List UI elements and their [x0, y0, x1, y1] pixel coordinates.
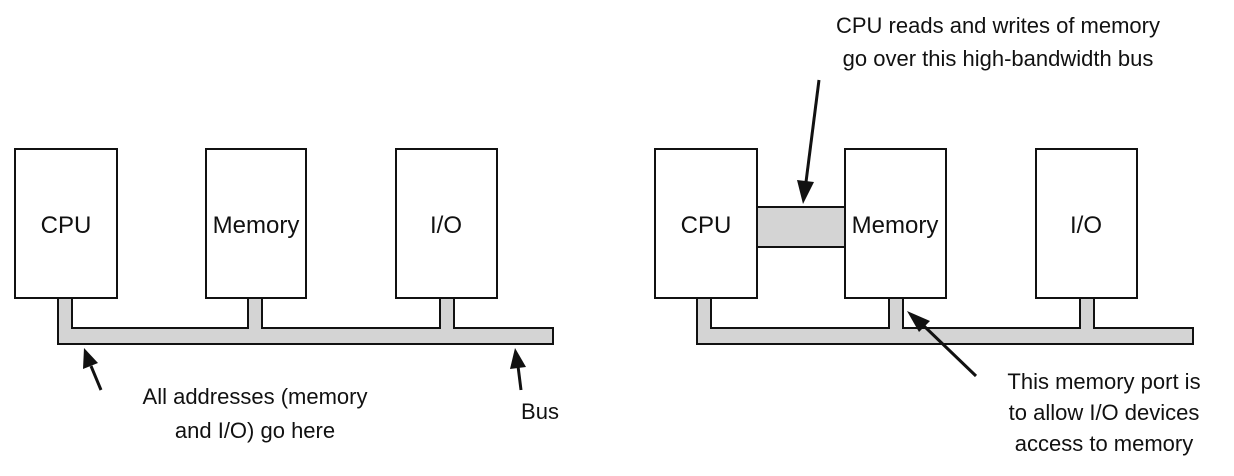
right-io-label: I/O	[1070, 212, 1102, 239]
right-port-note-line3: access to memory	[1015, 431, 1194, 456]
left-address-arrow	[89, 365, 103, 391]
right-port-note-arrowhead	[907, 311, 930, 332]
left-bus-label: Bus	[521, 399, 559, 424]
right-memory-box	[844, 148, 947, 299]
right-top-note-line2: go over this high-bandwidth bus	[843, 46, 1154, 71]
left-cpu-label: CPU	[41, 212, 92, 239]
right-top-note-line1: CPU reads and writes of memory	[836, 13, 1160, 38]
left-io-label: I/O	[430, 212, 462, 239]
right-top-note-arrow	[804, 79, 821, 183]
right-top-note-arrowhead	[797, 180, 814, 204]
right-diagram: CPU Memory I/O CPU reads and writes of m…	[654, 13, 1201, 456]
right-cpu-box	[654, 148, 758, 299]
right-io-bus	[696, 297, 1194, 345]
right-memory-label: Memory	[852, 212, 939, 239]
left-address-arrowhead	[83, 348, 98, 369]
left-memory-label: Memory	[213, 212, 300, 239]
left-memory-box	[205, 148, 307, 299]
left-diagram: CPU Memory I/O All addresses (memory and…	[14, 148, 559, 443]
left-io-box	[395, 148, 498, 299]
right-cpu-label: CPU	[681, 212, 732, 239]
left-cpu-box	[14, 148, 118, 299]
left-bus-arrowhead	[510, 348, 526, 369]
left-system-bus	[57, 297, 554, 345]
right-port-note-line2: to allow I/O devices	[1009, 400, 1200, 425]
right-port-note-arrow	[922, 324, 978, 378]
right-io-box	[1035, 148, 1138, 299]
right-memory-bus	[756, 206, 846, 248]
left-address-note-line2: and I/O) go here	[175, 418, 335, 443]
left-bus-arrow	[516, 365, 523, 391]
left-address-note-line1: All addresses (memory	[143, 384, 368, 409]
right-port-note-line1: This memory port is	[1007, 369, 1200, 394]
